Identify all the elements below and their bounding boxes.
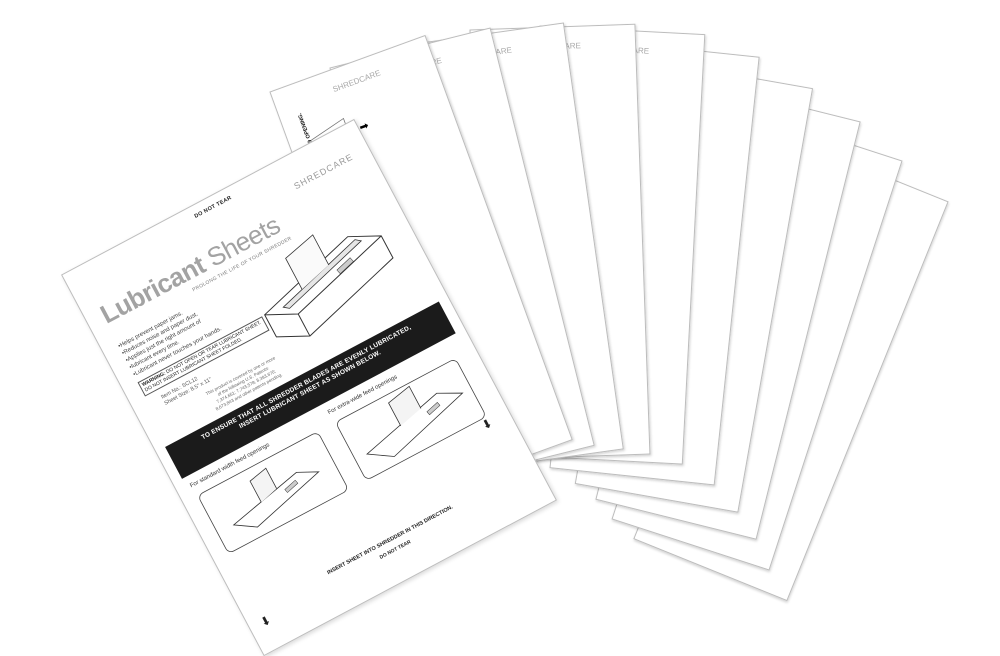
arrow-icon: ⬇	[479, 415, 495, 433]
shredder-illustration	[264, 234, 394, 338]
fanned-sheets: SHREDCARE➡⬇INSERT SHEET INTO SHREDDER IN…	[269, 22, 949, 602]
arrow-icon: ➡	[357, 119, 370, 134]
wide-feed-illustration	[337, 360, 485, 479]
standard-feed-illustration	[199, 433, 347, 552]
lubricant-sheets-photo: SHREDCARE➡⬇INSERT SHEET INTO SHREDDER IN…	[0, 0, 1000, 623]
front-lubricant-sheet: DO NOT TEAR SHREDCARE Lubricant Sheets P…	[61, 118, 557, 656]
